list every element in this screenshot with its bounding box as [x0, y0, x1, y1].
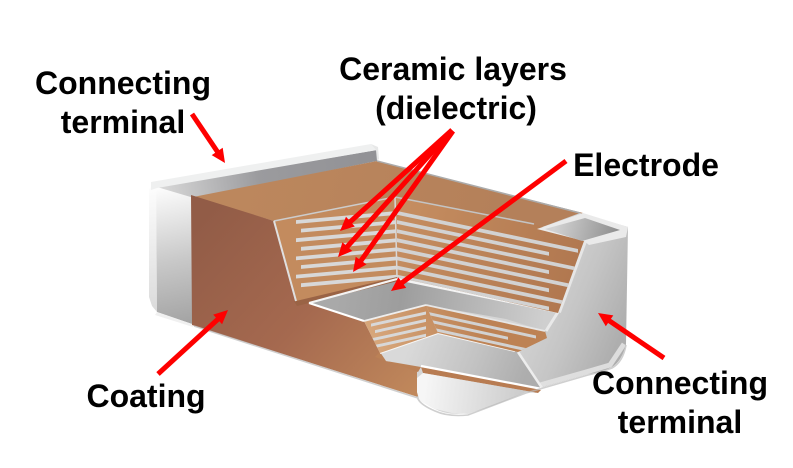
- svg-text:terminal: terminal: [61, 104, 185, 140]
- svg-text:(dielectric): (dielectric): [375, 90, 537, 126]
- svg-text:Connecting: Connecting: [592, 365, 768, 401]
- svg-text:Electrode: Electrode: [573, 147, 719, 183]
- svg-text:terminal: terminal: [618, 404, 742, 440]
- svg-text:Coating: Coating: [86, 378, 205, 414]
- svg-text:Ceramic layers: Ceramic layers: [339, 51, 567, 87]
- svg-text:Connecting: Connecting: [35, 65, 211, 101]
